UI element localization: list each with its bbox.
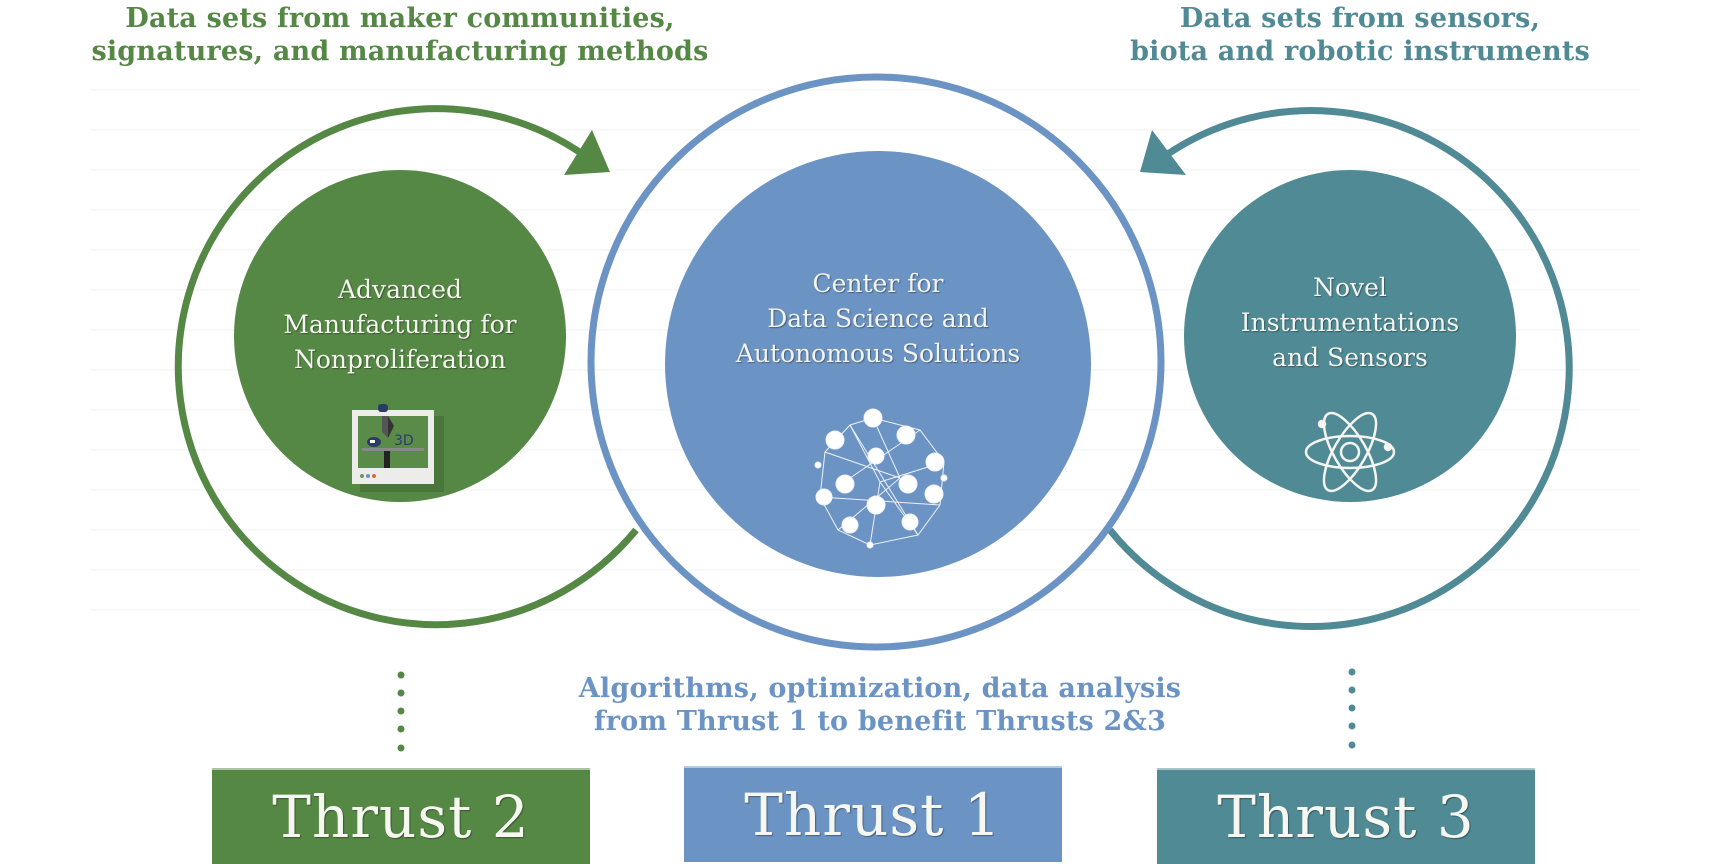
caption-line: Data sets from maker communities,	[125, 3, 675, 34]
teal-cycle-ring	[1107, 106, 1573, 630]
caption-line: signatures, and manufacturing methods	[91, 36, 709, 67]
manufacturing-disc	[234, 170, 566, 502]
label-line: Advanced	[338, 275, 462, 304]
3d-printer-icon: 3D	[352, 404, 444, 492]
network-globe-icon	[814, 408, 948, 549]
thrust-2-box: Thrust 2	[212, 768, 590, 864]
label-line: and Sensors	[1272, 343, 1428, 372]
instrumentation-disc	[1184, 170, 1516, 502]
data-science-label: Center for Data Science and Autonomous S…	[678, 266, 1078, 371]
label-line: Manufacturing for	[283, 310, 517, 339]
caption-line: from Thrust 1 to benefit Thrusts 2&3	[593, 706, 1167, 737]
teal-arrowhead	[1140, 130, 1186, 175]
blue-ring	[587, 73, 1165, 651]
caption-line: Data sets from sensors,	[1179, 3, 1541, 34]
caption-line: biota and robotic instruments	[1130, 36, 1590, 67]
data-science-disc	[665, 151, 1091, 577]
green-dotted-connector	[397, 671, 405, 752]
label-line: Nonproliferation	[293, 345, 507, 374]
label-line: Autonomous Solutions	[735, 339, 1021, 368]
sensor-data-caption: Data sets from sensors, biota and roboti…	[1080, 2, 1640, 68]
teal-dotted-connector	[1348, 668, 1356, 749]
thrust-3-box: Thrust 3	[1157, 768, 1535, 864]
caption-line: Algorithms, optimization, data analysis	[578, 673, 1182, 704]
manufacturing-label: Advanced Manufacturing for Nonproliferat…	[232, 272, 568, 377]
label-line: Center for	[812, 269, 944, 298]
atom-icon	[1304, 411, 1396, 493]
label-line: Instrumentations	[1240, 308, 1460, 337]
maker-data-caption: Data sets from maker communities, signat…	[80, 2, 720, 68]
label-line: Novel	[1313, 273, 1387, 302]
green-arrowhead	[564, 130, 610, 175]
algorithms-caption: Algorithms, optimization, data analysis …	[560, 672, 1200, 738]
label-line: Data Science and	[767, 304, 989, 333]
instrumentation-label: Novel Instrumentations and Sensors	[1180, 270, 1520, 375]
3d-label: 3D	[394, 433, 414, 449]
thrust-1-box: Thrust 1	[684, 766, 1062, 862]
green-cycle-ring	[174, 105, 639, 629]
